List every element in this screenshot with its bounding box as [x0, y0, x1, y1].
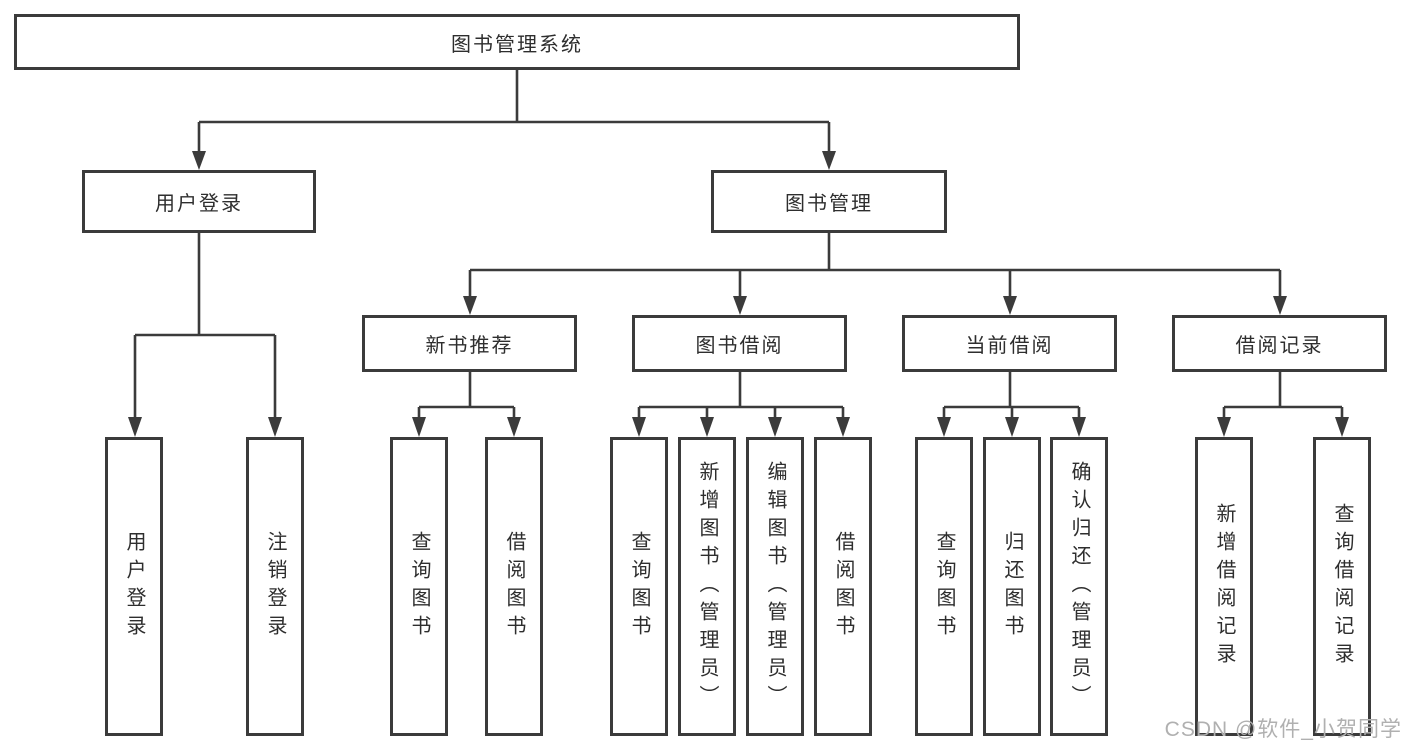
leaf-query-books: 查询图书	[610, 437, 668, 736]
leaf-borrow-books: 借阅图书	[814, 437, 872, 736]
leaf-query-books: 查询图书	[915, 437, 973, 736]
leaf-borrow-books: 借阅图书	[485, 437, 543, 736]
leaf-return-books: 归还图书	[983, 437, 1041, 736]
leaf-confirm-return-admin: 确认归还（管理员）	[1050, 437, 1108, 736]
node-current-borrowing: 当前借阅	[902, 315, 1117, 372]
leaf-user-login: 用户登录	[105, 437, 163, 736]
node-new-book-recommend: 新书推荐	[362, 315, 577, 372]
leaf-logout-login: 注销登录	[246, 437, 304, 736]
leaf-add-borrow-record: 新增借阅记录	[1195, 437, 1253, 736]
node-book-management: 图书管理	[711, 170, 947, 233]
node-user-login: 用户登录	[82, 170, 316, 233]
csdn-watermark: CSDN @软件_小贺同学	[1164, 718, 1402, 741]
leaf-query-books: 查询图书	[390, 437, 448, 736]
node-book-borrowing: 图书借阅	[632, 315, 847, 372]
node-library-system: 图书管理系统	[14, 14, 1020, 70]
leaf-edit-book-admin: 编辑图书（管理员）	[746, 437, 804, 736]
leaf-add-book-admin: 新增图书（管理员）	[678, 437, 736, 736]
leaf-query-borrow-record: 查询借阅记录	[1313, 437, 1371, 736]
node-borrowing-records: 借阅记录	[1172, 315, 1387, 372]
